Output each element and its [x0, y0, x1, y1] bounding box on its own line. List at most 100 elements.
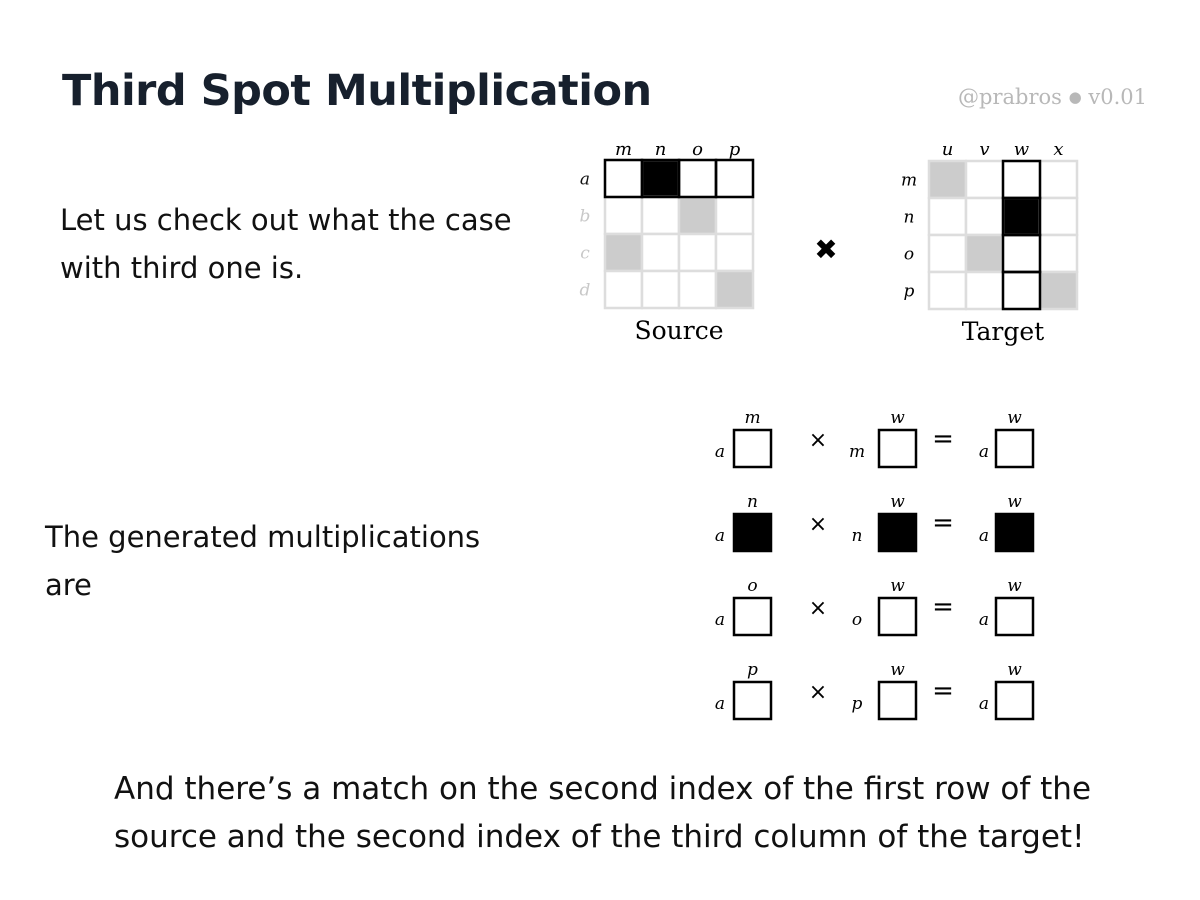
target-row-label: o [904, 245, 914, 265]
source-cell [714, 232, 755, 273]
conclusion-text: And there’s a match on the second index … [114, 765, 1091, 861]
target-cell [964, 159, 1005, 200]
target-cell [964, 270, 1005, 311]
target-cell [1038, 196, 1079, 237]
target-cell [927, 159, 968, 200]
author-handle: @prabros ● v0.01 [958, 85, 1147, 109]
target-cell [964, 233, 1005, 274]
generated-line-2: are [45, 568, 92, 602]
right-operand-box [877, 596, 918, 637]
result-col-index: w [1007, 576, 1022, 596]
page-title: Third Spot Multiplication [62, 66, 652, 116]
target-cell [964, 196, 1005, 237]
version-label: v0.01 [1088, 85, 1147, 109]
left-col-index: p [747, 660, 758, 680]
target-cell [927, 196, 968, 237]
target-cell [927, 233, 968, 274]
source-col-label: n [655, 139, 667, 160]
target-cell [1001, 270, 1042, 311]
multiply-icon: ✖ [814, 233, 837, 266]
generated-text: The generated multiplications are [45, 513, 480, 609]
result-box [994, 596, 1035, 637]
result-box [994, 680, 1035, 721]
equals-icon: = [932, 508, 954, 538]
times-icon: × [809, 596, 827, 621]
left-operand-box [732, 428, 773, 469]
target-row-label: n [904, 208, 915, 228]
source-cell [603, 158, 644, 199]
left-col-index: m [744, 408, 760, 428]
result-row-index: a [979, 442, 989, 462]
target-label: Target [962, 317, 1044, 346]
source-row-label: a [580, 170, 590, 190]
right-row-index: n [852, 526, 863, 546]
source-row-label: d [580, 281, 591, 301]
source-cell [714, 158, 755, 199]
result-box [994, 512, 1035, 553]
right-col-index: w [890, 576, 905, 596]
source-cell [677, 195, 718, 236]
source-cell [714, 269, 755, 310]
source-cell [677, 269, 718, 310]
generated-line-1: The generated multiplications [45, 520, 481, 554]
target-cell [1001, 196, 1042, 237]
left-row-index: a [715, 610, 725, 630]
right-row-index: m [849, 442, 865, 462]
target-col-label: v [979, 139, 989, 160]
target-cell [1038, 159, 1079, 200]
intro-text: Let us check out what the case with thir… [60, 196, 512, 292]
source-row-label: b [580, 207, 591, 227]
target-cell [1001, 233, 1042, 274]
target-row-label: p [904, 282, 915, 302]
right-operand-box [877, 680, 918, 721]
left-col-index: n [747, 492, 758, 512]
source-cell [640, 232, 681, 273]
result-row-index: a [979, 610, 989, 630]
target-row-label: m [901, 171, 917, 191]
left-operand-box [732, 680, 773, 721]
author-name: @prabros [958, 85, 1062, 109]
source-row-label: c [580, 244, 590, 264]
source-col-label: m [615, 139, 632, 160]
times-icon: × [809, 428, 827, 453]
intro-line-2: with third one is. [60, 251, 304, 285]
right-row-index: o [852, 610, 862, 630]
right-operand-box [877, 512, 918, 553]
target-cell [1038, 270, 1079, 311]
left-row-index: a [715, 526, 725, 546]
conclusion-line-2: source and the second index of the third… [114, 819, 1085, 855]
left-col-index: o [747, 576, 757, 596]
times-icon: × [809, 680, 827, 705]
result-row-index: a [979, 526, 989, 546]
source-cell [603, 269, 644, 310]
right-row-index: p [852, 694, 863, 714]
equals-icon: = [932, 424, 954, 454]
times-icon: × [809, 512, 827, 537]
target-cell [1001, 159, 1042, 200]
right-col-index: w [890, 408, 905, 428]
result-box [994, 428, 1035, 469]
left-row-index: a [715, 442, 725, 462]
conclusion-line-1: And there’s a match on the second index … [114, 771, 1092, 807]
result-row-index: a [979, 694, 989, 714]
right-col-index: w [890, 660, 905, 680]
result-col-index: w [1007, 660, 1022, 680]
target-cell [1038, 233, 1079, 274]
result-col-index: w [1007, 492, 1022, 512]
source-cell [603, 195, 644, 236]
right-col-index: w [890, 492, 905, 512]
source-cell [714, 195, 755, 236]
source-cell [640, 195, 681, 236]
target-active-cell [1001, 270, 1042, 311]
source-cell [677, 232, 718, 273]
source-col-label: p [729, 139, 741, 160]
target-col-label: w [1014, 139, 1030, 160]
source-label: Source [634, 316, 723, 345]
target-cell [927, 270, 968, 311]
equals-icon: = [932, 676, 954, 706]
target-col-label: u [942, 139, 954, 160]
left-row-index: a [715, 694, 725, 714]
result-col-index: w [1007, 408, 1022, 428]
source-cell [640, 158, 681, 199]
